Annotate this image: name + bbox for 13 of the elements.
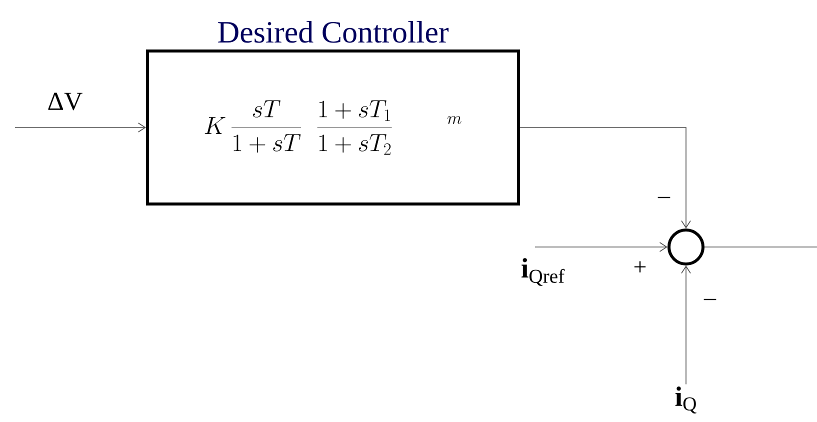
arrow xyxy=(14,122,146,132)
sign-label: – xyxy=(704,298,716,300)
sign-label: – xyxy=(658,196,670,198)
sign-label: + xyxy=(634,261,646,272)
arrow xyxy=(520,127,691,228)
controller-block: $K\,\frac{sT}{1+sT}\;\;\frac{1+sT_1}{1+sT_2}\qquad^{m}$ xyxy=(146,50,520,206)
arrow xyxy=(681,265,691,385)
signal-label: i$_{Q}$ xyxy=(675,386,696,414)
edge-label: ΔV xyxy=(46,92,84,112)
arrow xyxy=(534,242,668,252)
signal-label: i$_{Qref}$ xyxy=(522,258,565,286)
summing-junction xyxy=(668,228,704,266)
block-title: Desired Controller xyxy=(218,20,449,43)
